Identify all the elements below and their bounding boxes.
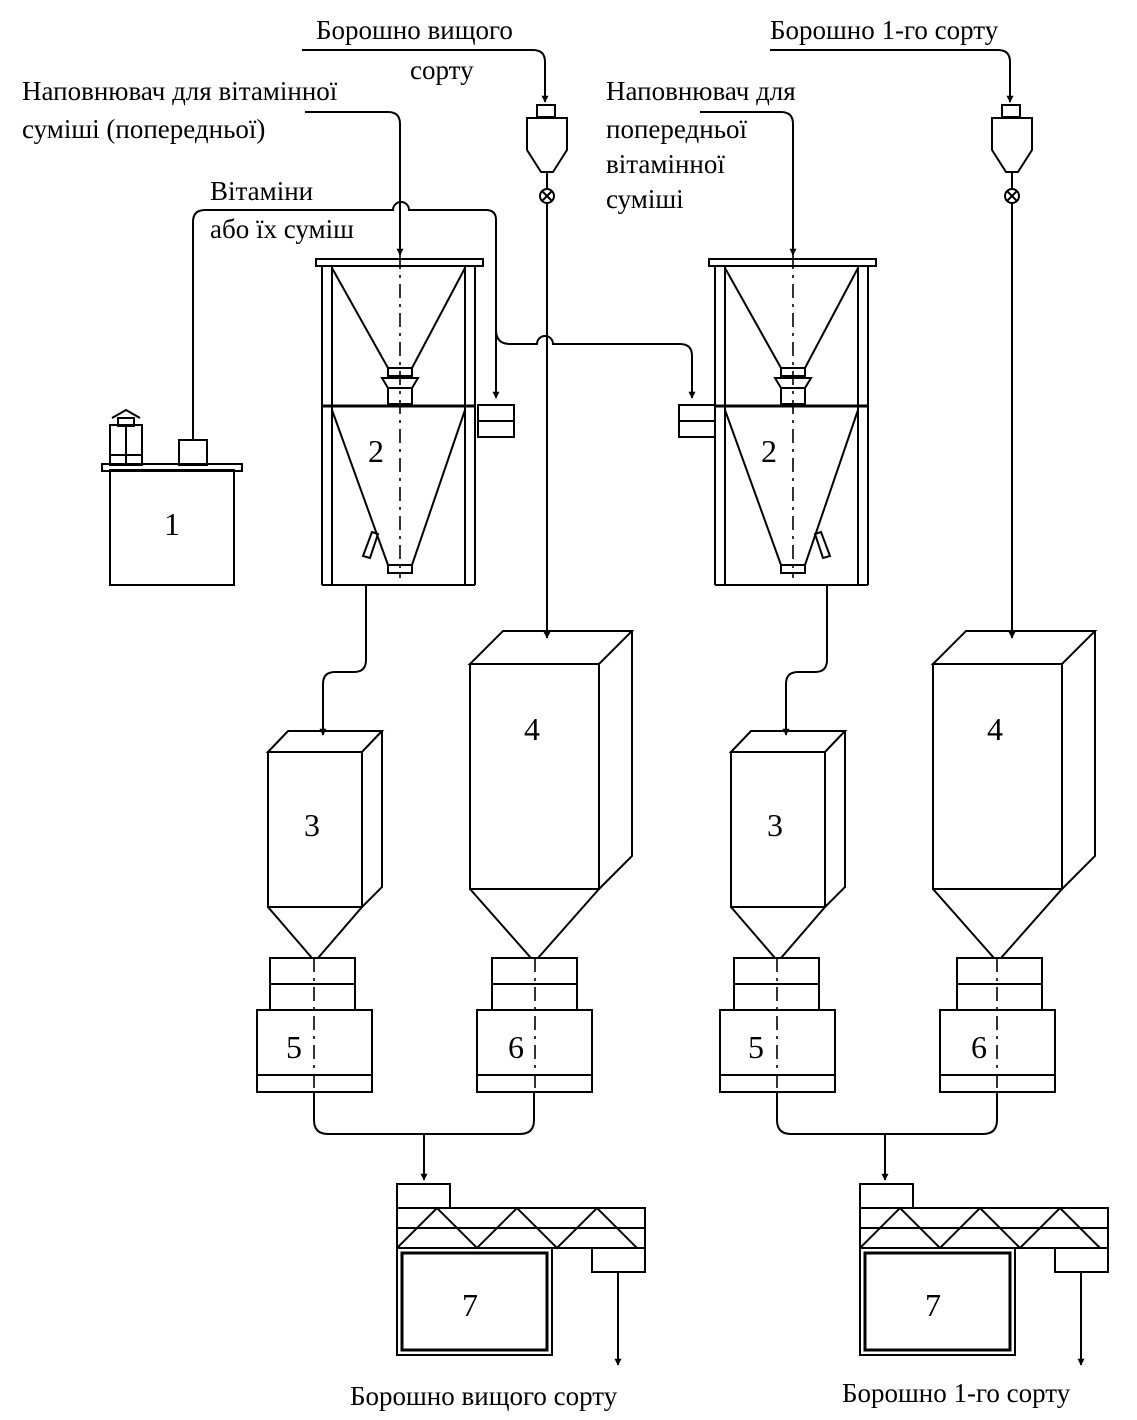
left-mixer-outlet-line: [319, 585, 367, 736]
number-1: 1: [164, 506, 180, 542]
doser-6-right: 6: [939, 957, 1056, 1093]
number-6-left: 6: [508, 1029, 524, 1065]
number-5-right: 5: [748, 1029, 764, 1065]
collector-right: [776, 1092, 998, 1135]
label-filler-left: Наповнювач для вітамінної: [22, 76, 338, 106]
cyclone-feeder-right: [770, 49, 1033, 639]
doser-6-left: 6: [476, 957, 593, 1093]
label-vitamins: Вітаміни: [210, 176, 313, 206]
vitamins-branch-line: [495, 329, 696, 399]
label-vitamins-2: або їх суміш: [210, 214, 354, 244]
label-output-top-grade: Борошно вищого сорту: [350, 1381, 618, 1411]
number-7-right: 7: [925, 1287, 941, 1323]
label-filler-left-2: суміші (попередньої): [22, 114, 265, 144]
label-output-first-grade: Борошно 1-го сорту: [842, 1378, 1071, 1408]
bin-4-left: 4: [467, 630, 635, 959]
mixer-2-left: 2: [315, 255, 515, 586]
bin-4-right: 4: [930, 630, 1098, 959]
label-filler-right-4: суміші: [606, 184, 684, 214]
doser-5-left: 5: [256, 957, 373, 1093]
number-3-left: 3: [304, 807, 320, 843]
filler-left-line: [305, 111, 404, 256]
bin-3-left: 3: [265, 730, 385, 959]
unit-1-vitamin-container: 1: [101, 408, 243, 586]
collector-left: [313, 1092, 535, 1135]
number-4-right: 4: [987, 711, 1003, 747]
number-2-right: 2: [761, 433, 777, 469]
screw-mixer-7-right: 7: [859, 1183, 1109, 1366]
doser-5-right: 5: [719, 957, 836, 1093]
label-flour-top-grade: Борошно вищого: [316, 15, 513, 45]
cyclone-feeder-left: [302, 49, 568, 639]
number-7-left: 7: [462, 1287, 478, 1323]
bin-3-right: 3: [728, 730, 848, 959]
label-filler-right-3: вітамінної: [606, 149, 725, 179]
number-5-left: 5: [286, 1029, 302, 1065]
number-4-left: 4: [524, 711, 540, 747]
number-6-right: 6: [971, 1029, 987, 1065]
number-3-right: 3: [767, 807, 783, 843]
label-filler-right-2: попередньої: [606, 114, 748, 144]
mixer-2-right: 2: [678, 255, 877, 586]
label-flour-first-grade: Борошно 1-го сорту: [770, 15, 999, 45]
right-mixer-outlet-line: [782, 585, 828, 736]
filler-right-line: [700, 111, 797, 256]
number-2-left: 2: [368, 433, 384, 469]
label-flour-top-grade-2: сорту: [410, 55, 474, 85]
screw-mixer-7-left: 7: [396, 1183, 646, 1366]
label-filler-right: Наповнювач для: [606, 76, 796, 106]
